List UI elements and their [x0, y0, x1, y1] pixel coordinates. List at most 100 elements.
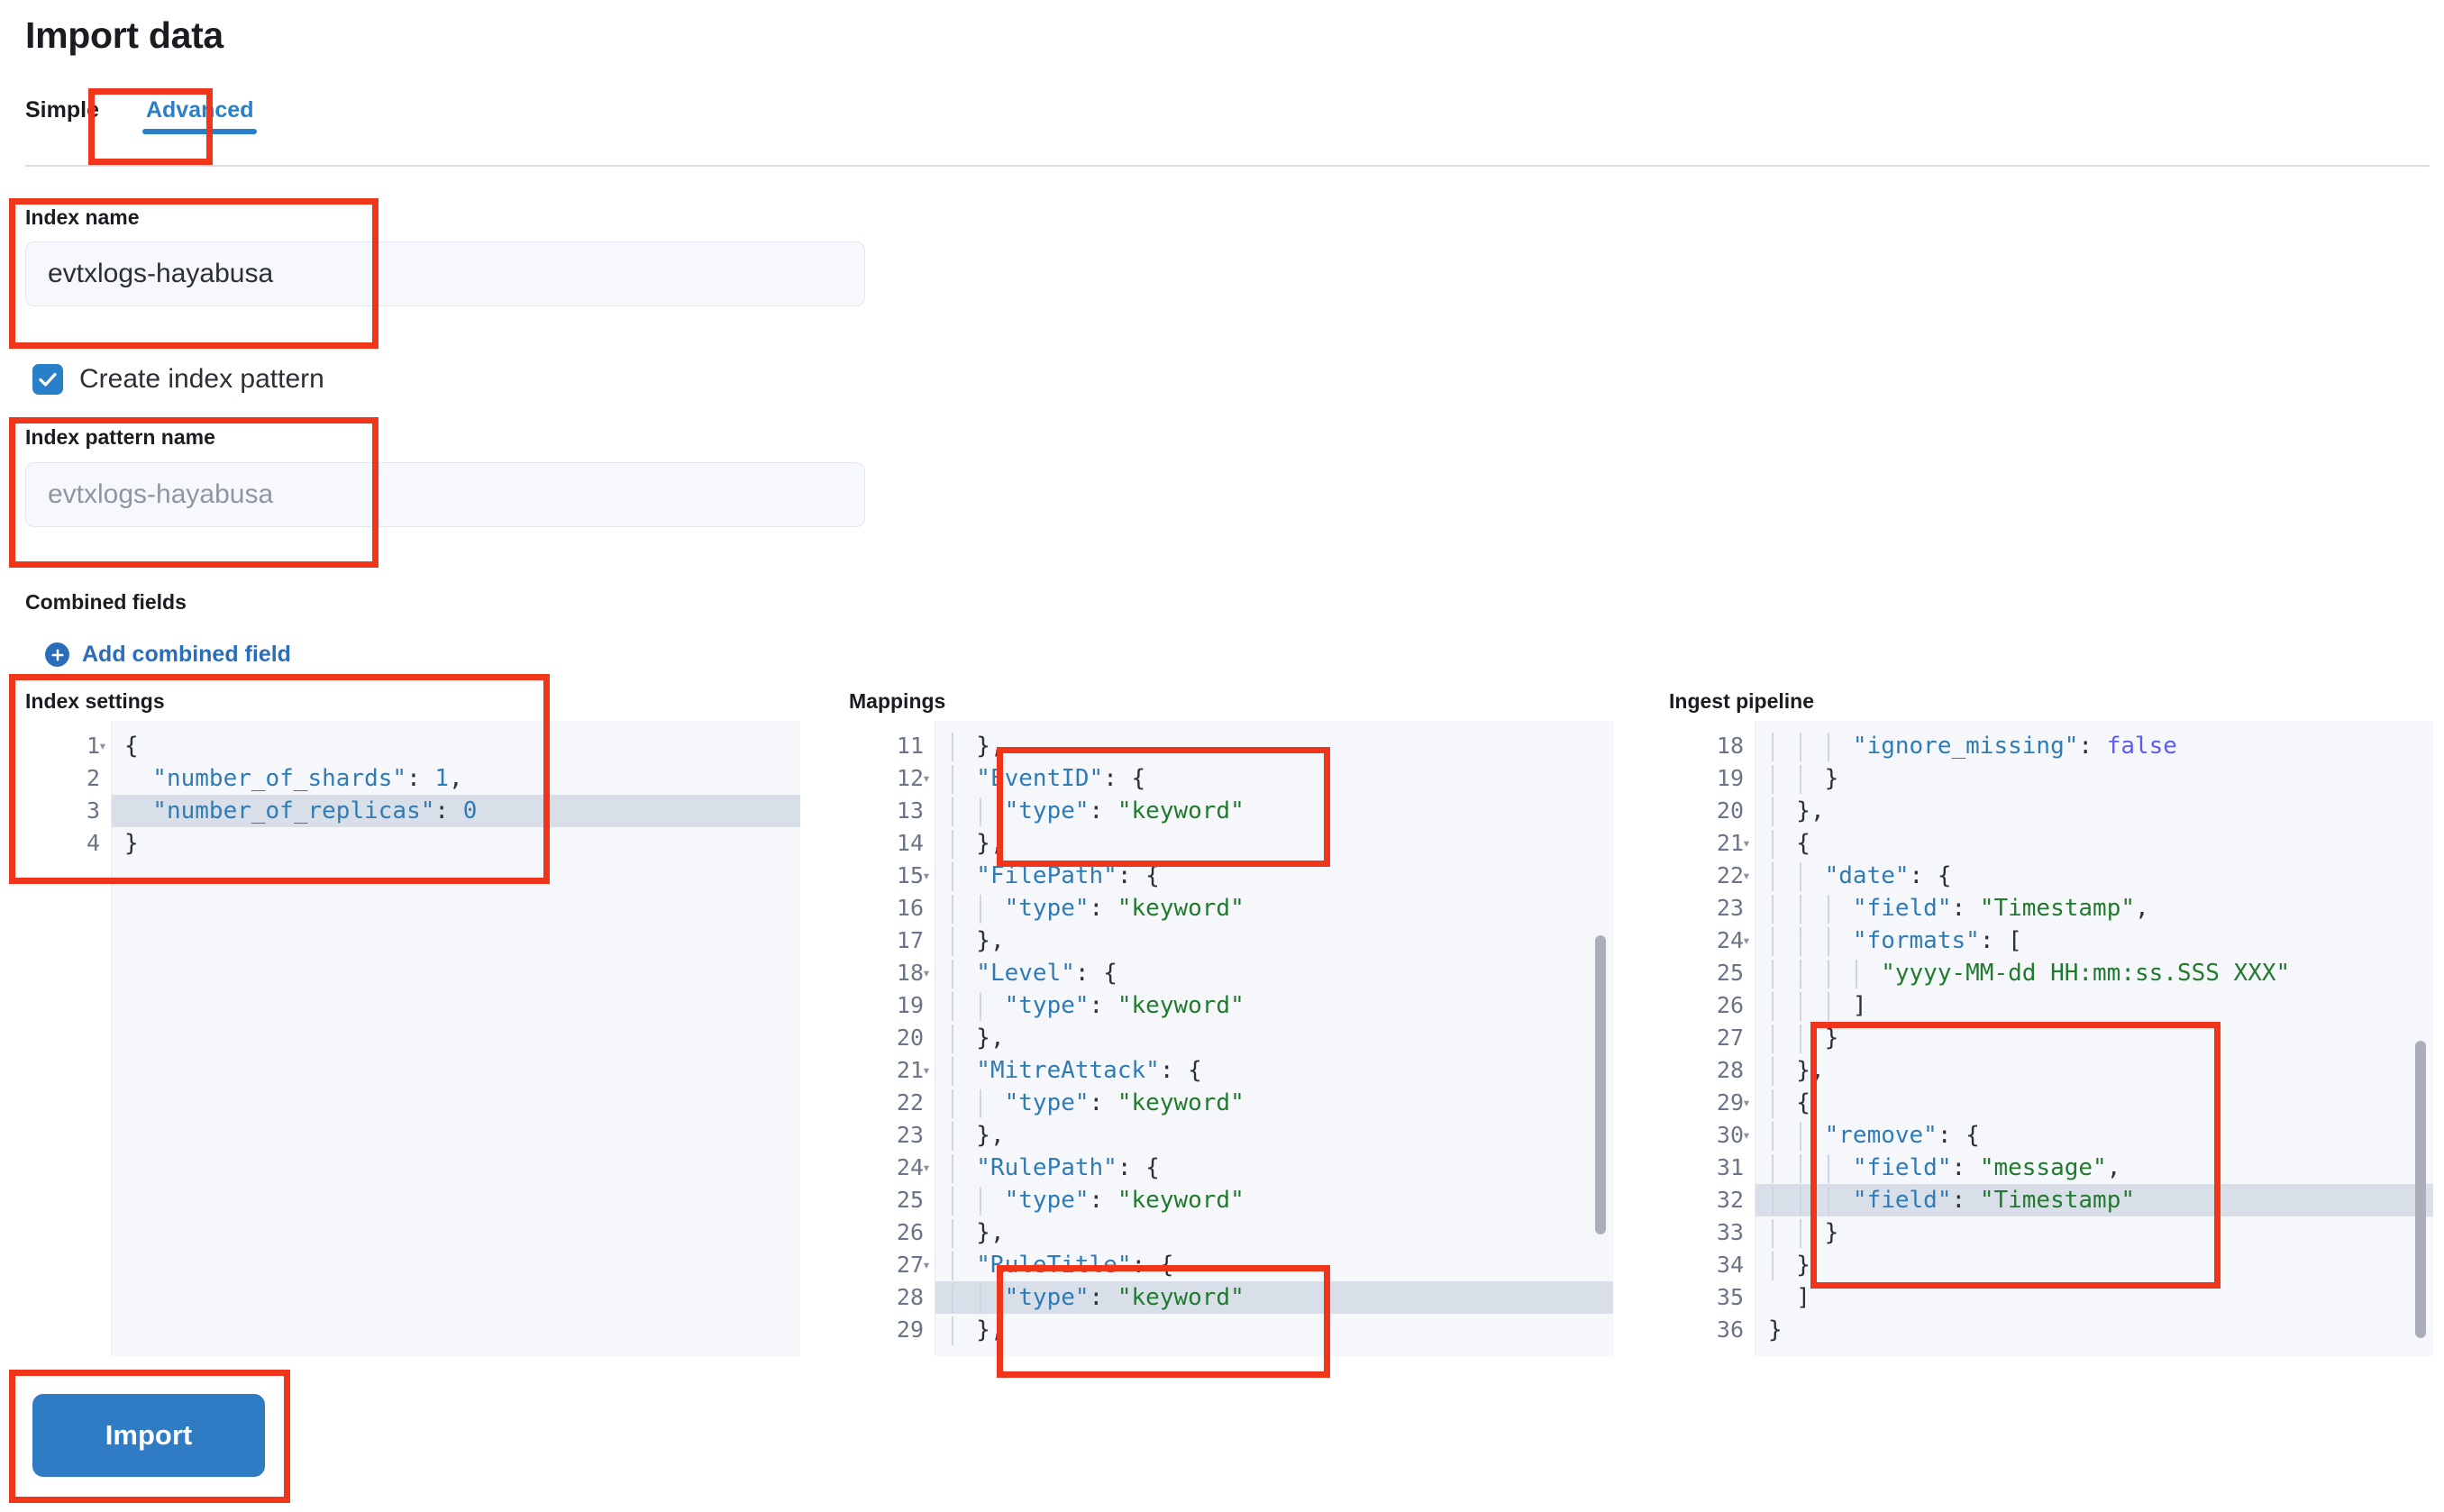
index-settings-code[interactable]: { "number_of_shards": 1, "number_of_repl… [112, 721, 800, 1356]
line-number: 35 [1716, 1284, 1744, 1310]
line-number: 21 [896, 1057, 924, 1083]
fold-toggle-icon[interactable]: ▾ [1742, 867, 1751, 884]
fold-toggle-icon[interactable]: ▾ [1742, 834, 1751, 852]
tab-advanced[interactable]: Advanced [119, 97, 280, 143]
mappings-scrollbar[interactable] [1595, 935, 1606, 1234]
code-line: } [1768, 1025, 1839, 1052]
line-number: 24 [896, 1154, 924, 1180]
code-line: "Level": { [948, 960, 1117, 987]
code-line: "field": "Timestamp" [1768, 1187, 2135, 1214]
fold-toggle-icon[interactable]: ▾ [98, 737, 107, 754]
indent-guide [952, 830, 953, 859]
code-line: } [1768, 1219, 1839, 1246]
index-pattern-name-input[interactable]: evtxlogs-hayabusa [25, 462, 865, 527]
indent-guide [952, 1025, 953, 1053]
indent-guide [1828, 733, 1829, 761]
line-number: 12 [896, 765, 924, 791]
indent-guide [952, 895, 953, 924]
fold-toggle-icon[interactable]: ▾ [922, 964, 931, 981]
indent-guide [1800, 1187, 1801, 1216]
indent-guide [952, 862, 953, 891]
code-line: } [124, 830, 139, 857]
line-number: 25 [896, 1187, 924, 1213]
indent-guide [1800, 1122, 1801, 1151]
indent-guide [1800, 992, 1801, 1021]
line-number: 26 [896, 1219, 924, 1245]
code-line: }, [948, 1025, 1005, 1052]
ingest-pipeline-code[interactable]: "ignore_missing": false } }, { "date": {… [1755, 721, 2433, 1356]
code-line: }, [948, 830, 1005, 857]
index-settings-title: Index settings [25, 689, 165, 713]
line-number: 19 [896, 992, 924, 1018]
indent-guide [1828, 895, 1829, 924]
indent-guide [1772, 1187, 1774, 1216]
code-line: "remove": { [1768, 1122, 1980, 1149]
indent-guide [1800, 1154, 1801, 1183]
fold-toggle-icon[interactable]: ▾ [922, 867, 931, 884]
code-line: "FilePath": { [948, 862, 1160, 889]
line-number: 21 [1716, 830, 1744, 856]
line-number: 29 [1716, 1089, 1744, 1116]
line-number: 19 [1716, 765, 1744, 791]
add-combined-field-button[interactable]: Add combined field [45, 642, 291, 668]
indent-guide [980, 895, 981, 924]
indent-guide [952, 765, 953, 794]
code-line: "type": "keyword" [948, 1284, 1245, 1311]
indent-guide [952, 733, 953, 761]
line-number: 14 [896, 830, 924, 856]
line-number: 16 [896, 895, 924, 921]
line-number: 34 [1716, 1252, 1744, 1278]
ingest-pipeline-scrollbar[interactable] [2415, 1041, 2426, 1338]
import-button[interactable]: Import [32, 1394, 265, 1477]
indent-guide [980, 1187, 981, 1216]
create-index-pattern-checkbox[interactable] [32, 364, 63, 395]
line-number: 17 [896, 927, 924, 953]
code-line: }, [948, 1219, 1005, 1246]
code-line: "ignore_missing": false [1768, 733, 2177, 760]
indent-guide [952, 927, 953, 956]
line-number: 27 [896, 1252, 924, 1278]
fold-toggle-icon[interactable]: ▾ [1742, 1094, 1751, 1111]
index-name-input[interactable]: evtxlogs-hayabusa [25, 241, 865, 306]
indent-guide [980, 1089, 981, 1118]
code-line: }, [1768, 797, 1825, 824]
indent-guide [1772, 765, 1774, 794]
fold-toggle-icon[interactable]: ▾ [922, 1061, 931, 1079]
code-line: "number_of_replicas": 0 [124, 797, 478, 824]
line-number: 20 [896, 1025, 924, 1051]
code-line: "date": { [1768, 862, 1952, 889]
code-line: }, [1768, 1057, 1825, 1084]
fold-toggle-icon[interactable]: ▾ [1742, 1126, 1751, 1143]
mappings-title: Mappings [849, 689, 946, 713]
indent-guide [1772, 1154, 1774, 1183]
fold-toggle-icon[interactable]: ▾ [922, 1256, 931, 1273]
fold-toggle-icon[interactable]: ▾ [922, 1159, 931, 1176]
indent-guide [980, 797, 981, 826]
create-index-pattern-row[interactable]: Create index pattern [32, 364, 324, 395]
fold-toggle-icon[interactable]: ▾ [922, 770, 931, 787]
fold-toggle-icon[interactable]: ▾ [1742, 932, 1751, 949]
tab-divider [25, 165, 2430, 167]
indent-guide [1772, 992, 1774, 1021]
indent-guide [952, 1252, 953, 1280]
indent-guide [1800, 927, 1801, 956]
code-line: "type": "keyword" [948, 992, 1245, 1019]
editor-active-line [849, 1281, 1613, 1314]
line-number: 18 [1716, 733, 1744, 759]
line-number: 24 [1716, 927, 1744, 953]
code-line: "field": "message", [1768, 1154, 2121, 1181]
line-number: 22 [896, 1089, 924, 1116]
indent-guide [1828, 960, 1829, 988]
code-line: { [1768, 830, 1810, 857]
tab-simple[interactable]: Simple [25, 97, 99, 123]
indent-guide [1772, 862, 1774, 891]
index-pattern-name-label: Index pattern name [25, 425, 215, 449]
create-index-pattern-label: Create index pattern [79, 364, 324, 394]
line-number: 31 [1716, 1154, 1744, 1180]
mappings-code[interactable]: }, "EventID": { "type": "keyword" }, "Fi… [935, 721, 1613, 1356]
line-number: 15 [896, 862, 924, 888]
